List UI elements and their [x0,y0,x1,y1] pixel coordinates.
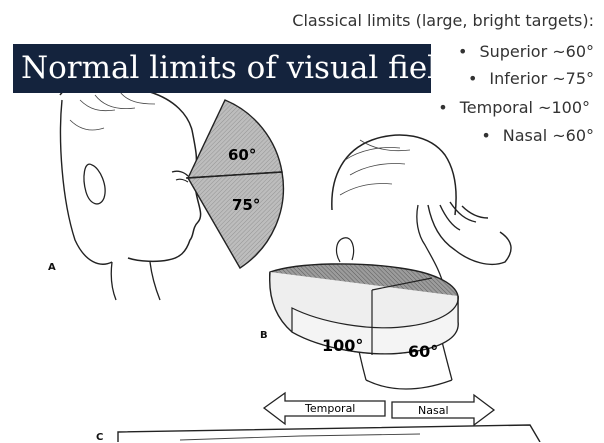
upper-angle-label: 60° [228,146,257,164]
panel-a-label: A [48,262,56,273]
limit-item-label: Inferior ~75° [489,69,594,88]
bullet-icon: • [481,126,491,145]
temporal-arrow-label: Temporal [305,402,356,415]
page-title: Normal limits of visual field [13,44,457,93]
limit-item-superior: • Superior ~60° [458,42,594,61]
limit-item-label: Nasal ~60° [502,126,594,145]
limit-item-label: Superior ~60° [479,42,594,61]
limits-heading: Classical limits (large, bright targets)… [292,11,594,30]
temporal-angle-label: 100° [322,336,364,355]
limit-item-temporal: • Temporal ~100° [438,98,590,117]
bullet-icon: • [467,69,478,88]
panel-b-label: B [260,330,268,341]
nasal-angle-label: 60° [408,342,439,361]
bullet-icon: • [438,98,448,117]
panel-b-drawing [269,134,512,390]
panel-c-label: C [96,432,104,443]
lower-angle-label: 75° [232,196,261,214]
limit-item-label: Temporal ~100° [459,98,590,117]
limit-item-inferior: • Inferior ~75° [468,69,594,88]
panel-a-drawing [59,81,285,301]
panel-c-drawing [117,424,541,442]
direction-arrows [262,391,496,427]
limit-item-nasal: • Nasal ~60° [481,126,594,145]
bullet-icon: • [458,42,468,61]
nasal-arrow-label: Nasal [418,404,449,417]
